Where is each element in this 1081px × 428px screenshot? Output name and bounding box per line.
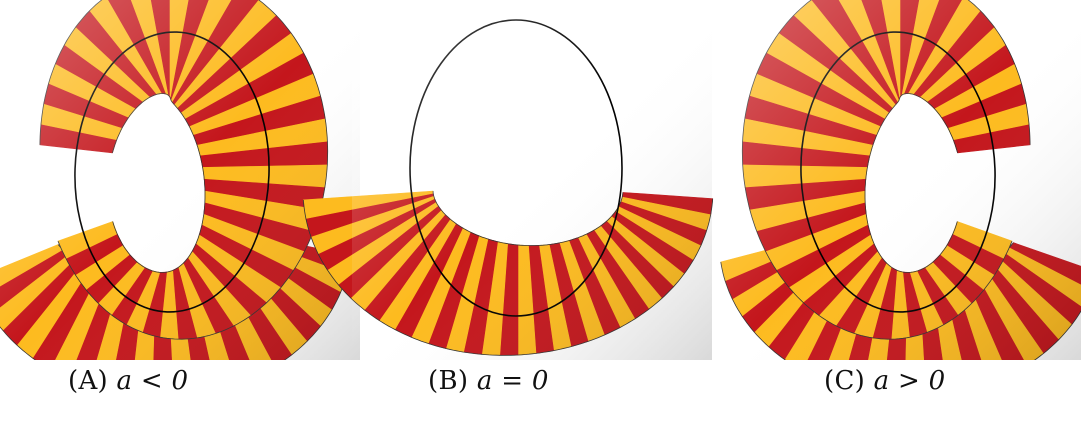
panel-a-surface — [0, 0, 360, 360]
caption-c: (C) a > 0 — [824, 366, 946, 396]
figure-surfaces — [0, 0, 1081, 360]
panel-b-shading — [352, 0, 712, 360]
caption-b-condition: a = 0 — [476, 366, 549, 396]
panel-a-shading — [0, 0, 360, 360]
panel-c-shading — [718, 0, 1081, 360]
caption-a: (A) a < 0 — [68, 366, 188, 396]
caption-a-tag: (A) — [68, 366, 108, 396]
panel-b-surface — [302, 0, 714, 360]
caption-a-condition: a < 0 — [116, 366, 189, 396]
caption-c-condition: a > 0 — [873, 366, 946, 396]
caption-b: (B) a = 0 — [428, 366, 549, 396]
caption-b-tag: (B) — [428, 366, 469, 396]
panel-c-surface — [718, 0, 1081, 360]
caption-c-tag: (C) — [824, 366, 866, 396]
